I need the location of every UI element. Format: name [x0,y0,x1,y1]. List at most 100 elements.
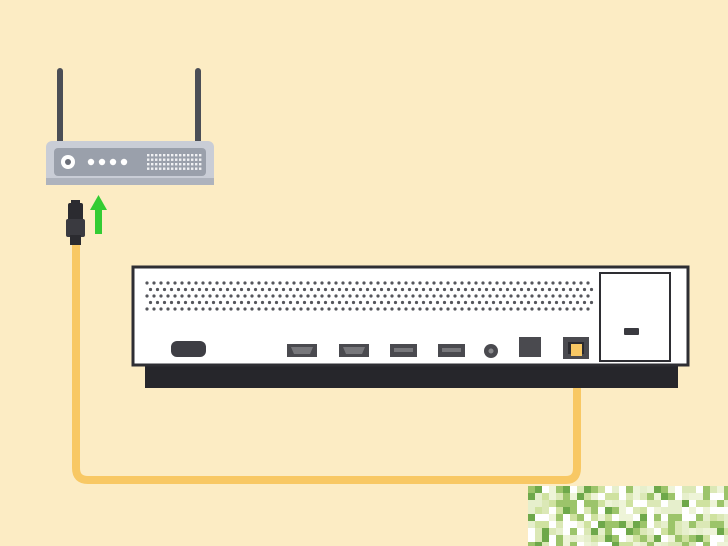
vent-dot [271,294,275,298]
vent-dot [432,281,436,285]
vent-dot [547,300,552,305]
vent-dot [299,294,303,298]
pixel-cell [703,486,710,493]
pixel-cell [612,500,619,507]
vent-dot [418,281,422,285]
vent-dot [211,300,216,305]
vent-dot [418,307,422,311]
vent-dot [453,294,457,298]
pixel-cell [556,486,563,493]
pixel-cell [542,528,549,535]
vent-dot [579,281,583,285]
vent-dot [376,307,380,311]
vent-dot [320,307,324,311]
vent-dot [418,294,422,298]
vent-dot [148,287,153,292]
vent-dot [278,294,282,298]
pixel-cell [598,542,605,546]
vent-dot [320,294,324,298]
vent-dot [495,281,499,285]
vent-dot [204,287,209,292]
vent-dot [180,307,184,311]
vent-dot [169,300,174,305]
vent-dot [232,287,237,292]
vent-dot [425,294,429,298]
vent-dot [191,158,194,161]
vent-dot [551,294,555,298]
pixel-cell [724,514,728,521]
vent-dot [404,281,408,285]
vent-dot [467,307,471,311]
pixel-cell [710,500,717,507]
vent-dot [589,287,594,292]
vent-dot [175,158,178,161]
vent-dot [239,300,244,305]
pixel-cell [619,514,626,521]
pixel-cell [717,521,724,528]
usb-port-2 [438,344,465,357]
vent-dot [568,300,573,305]
vent-dot [190,300,195,305]
vent-dot [155,300,160,305]
usb-port-1 [390,344,417,357]
pixel-cell [717,528,724,535]
pixel-cell [633,521,640,528]
vent-dot [194,294,198,298]
pixel-cell [640,514,647,521]
vent-dot [151,163,154,166]
vent-dot [411,294,415,298]
vent-dot [372,300,377,305]
vent-dot [187,294,191,298]
vent-dot [519,300,524,305]
pixel-cell [682,514,689,521]
vent-dot [215,294,219,298]
vent-dot [425,307,429,311]
pixel-cell [556,514,563,521]
pixel-cell [598,521,605,528]
vent-dot [267,300,272,305]
pixel-cell [612,521,619,528]
vent-dot [243,294,247,298]
vent-dot [558,281,562,285]
vent-dot [173,281,177,285]
pixel-cell [640,500,647,507]
pixel-cell [535,521,542,528]
vent-dot [194,307,198,311]
pixel-cell [570,542,577,546]
vent-dot [544,294,548,298]
pixel-cell [577,528,584,535]
vent-dot [537,281,541,285]
pixel-cell [542,507,549,514]
pixel-cell [689,500,696,507]
vent-dot [390,294,394,298]
vent-dot [250,307,254,311]
pixel-cell [612,535,619,542]
ir-out-port-center [488,348,494,354]
vent-dot [572,307,576,311]
vent-dot [159,281,163,285]
vent-dot [250,294,254,298]
pixel-cell [710,528,717,535]
vent-dot [341,294,345,298]
pixel-cell [654,542,661,546]
vent-dot [155,167,158,170]
vent-dot [183,300,188,305]
vent-dot [179,158,182,161]
pixel-cell [619,535,626,542]
pixel-cell [535,528,542,535]
vent-dot [404,294,408,298]
pixel-cell [563,521,570,528]
pixel-cell [724,493,728,500]
vent-dot [309,287,314,292]
pixel-cell [724,500,728,507]
pixel-cell [696,500,703,507]
vent-dot [393,287,398,292]
router-power-button-center [65,159,71,165]
vent-dot [421,287,426,292]
vent-dot [334,281,338,285]
vent-dot [232,300,237,305]
vent-dot [526,287,531,292]
pixel-cell [717,542,724,546]
vent-dot [316,287,321,292]
